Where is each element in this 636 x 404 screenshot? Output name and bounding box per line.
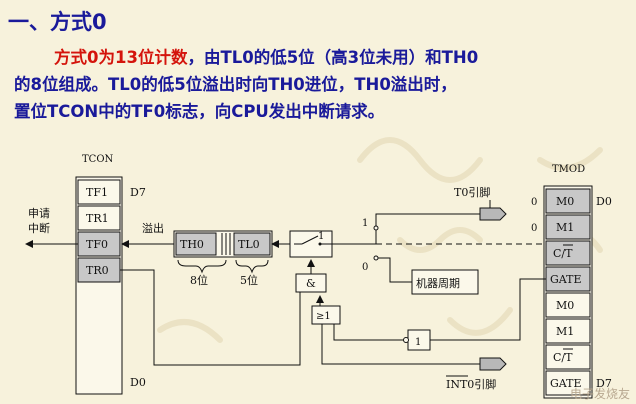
tmod-m1: M1 [556,221,574,234]
tmod-gate: GATE [550,273,582,286]
tl0-label: TL0 [238,238,260,251]
tmod-ct: C/T [553,247,573,260]
watermark: 电子发烧友 [569,387,630,401]
t0-pin-icon [479,207,507,221]
t0-pin-label: T0引脚 [454,185,490,199]
t0-line [375,213,480,226]
interrupt-label-1: 申请 [28,207,50,220]
tmod-d0: D0 [596,195,612,208]
tcon-tf0: TF0 [86,238,108,251]
int0-line [321,324,480,365]
int0-pin-label: INT0引脚 [446,377,496,391]
tmod-ct-t1: C/T [553,351,573,364]
tcon-register: TCON TF1 TR1 TF0 TR0 D7 D0 [75,154,146,395]
and-gate-label: & [306,277,316,290]
ct-selector-switch: 1 0 [362,218,546,273]
highlight-text: 方式0为13位计数 [54,48,188,67]
tcon-tr0: TR0 [86,264,109,277]
description-paragraph: 方式0为13位计数，由TL0的低5位（高3位未用）和TH0 的8位组成。TL0的… [14,44,630,125]
th0-label: TH0 [180,238,204,251]
section-title: 一、方式0 [8,10,107,34]
ctrl-switch-label: 1 [318,231,324,242]
or-gate [311,305,341,325]
tmod-m0-value: 0 [531,197,537,208]
tcon-label: TCON [82,154,114,165]
tmod-d7: D7 [596,377,612,390]
paragraph-line-2: 的8位组成。TL0的低5位溢出时向TH0进位，TH0溢出时， [14,75,457,94]
or-gate-label: ≥1 [316,311,331,322]
paragraph-line-1: ，由TL0的低5位（高3位未用）和TH0 [187,48,479,67]
th0-bits: 8位 [190,273,208,287]
overflow-label: 溢出 [142,221,164,235]
machine-cycle-box [411,269,479,295]
not-gate-label: 1 [415,337,421,348]
counter-block: TH0 TL0 8位 5位 [173,230,273,287]
interrupt-label-2: 中断 [28,221,50,235]
tcon-tr1: TR1 [86,212,109,225]
tmod-gate-t1: GATE [550,377,582,390]
paragraph-line-3: 置位TCON中的TF0标志，向CPU发出中断请求。 [14,102,385,121]
switch-pos-0: 0 [362,262,368,273]
tmod-m1-t1: M1 [556,325,574,338]
tmod-m0-t1: M0 [556,299,574,312]
switch-pos-1: 1 [362,218,368,229]
tcon-tf1: TF1 [86,186,108,199]
gate-line [430,278,546,341]
tl0-bits: 5位 [240,273,258,287]
tmod-register: TMOD M0 M1 C/T GATE M0 M1 C/T GATE 0 0 D… [531,164,612,399]
tmod-label: TMOD [552,164,585,175]
control-switch: 1 [289,230,333,258]
tmod-m1-value: 0 [531,223,537,234]
tr0-line [120,269,301,366]
int0-pin-icon [479,357,507,371]
tcon-d7: D7 [130,186,146,199]
tcon-d0: D0 [130,376,146,389]
tmod-m0: M0 [556,195,574,208]
machine-cycle-label: 机器周期 [416,276,460,290]
